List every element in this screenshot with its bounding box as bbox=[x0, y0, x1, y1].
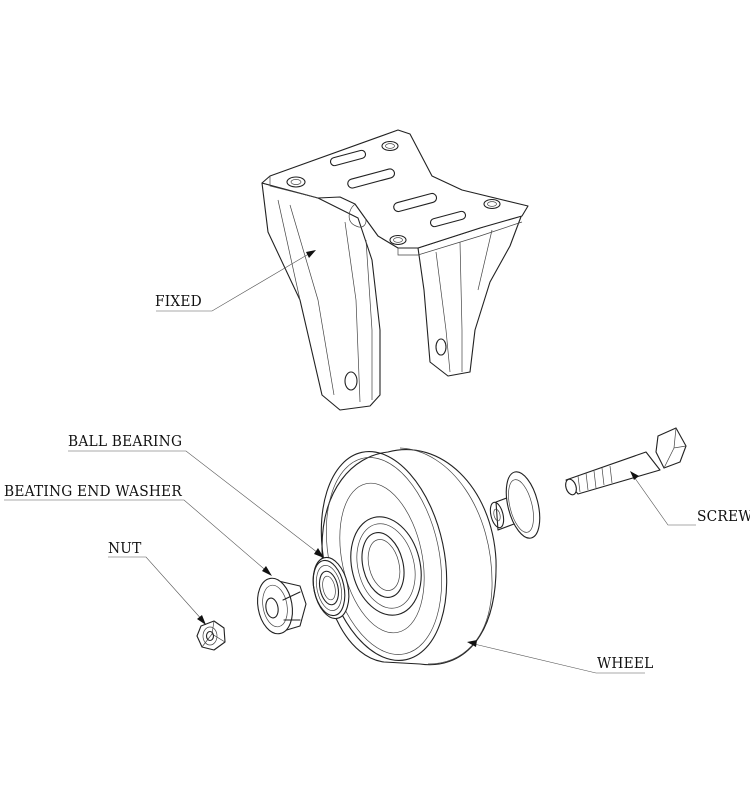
axle-bushing bbox=[489, 471, 541, 539]
label-ball-bearing: BALL BEARING bbox=[68, 432, 183, 450]
ball-bearing bbox=[312, 556, 350, 620]
fixed-bracket bbox=[261, 129, 529, 411]
nut bbox=[196, 620, 226, 651]
label-nut: NUT bbox=[108, 539, 142, 557]
label-fixed: FIXED bbox=[155, 292, 202, 310]
label-wheel: WHEEL bbox=[597, 654, 654, 672]
label-end-washer: BEATING END WASHER bbox=[4, 482, 182, 500]
wheel bbox=[320, 447, 497, 666]
leader-lines bbox=[4, 250, 696, 674]
end-washer bbox=[257, 577, 307, 635]
screw bbox=[565, 427, 687, 496]
label-screw: SCREW bbox=[697, 507, 750, 525]
